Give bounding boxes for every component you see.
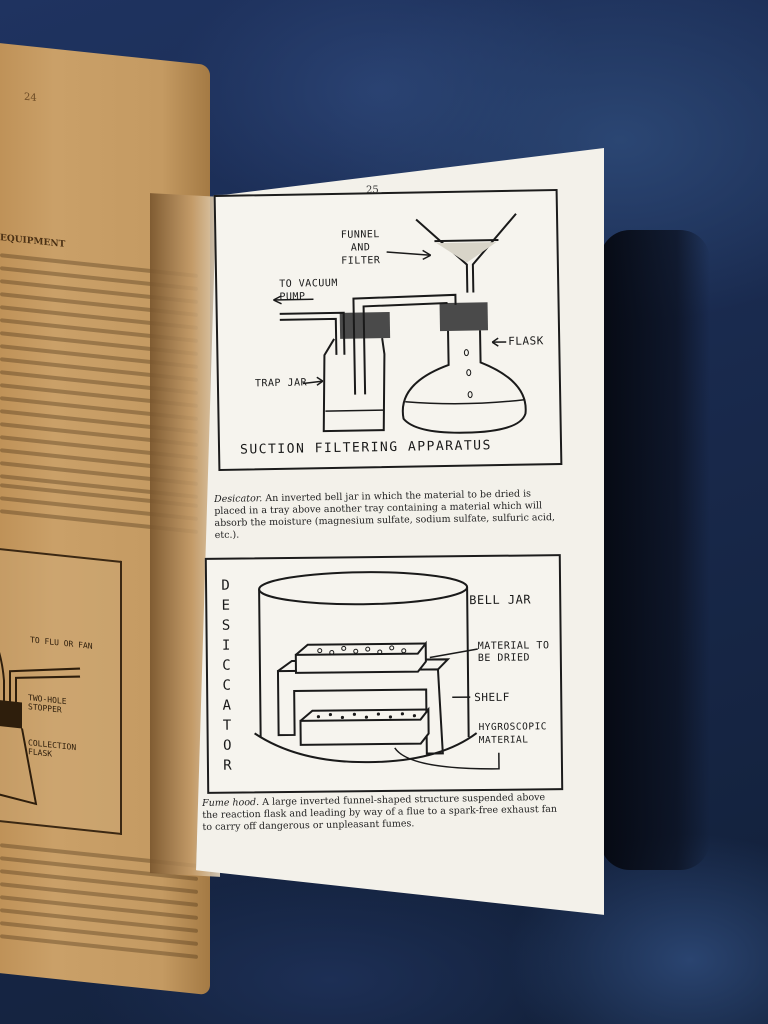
fabric-shadow xyxy=(600,230,710,870)
desiccator-figure: DESICCATOR xyxy=(204,554,564,794)
desicator-caption: Desicator. An inverted bell jar in which… xyxy=(214,488,561,542)
label-flask: FLASK xyxy=(508,334,544,348)
left-page: 24 EQUIPMENT TO FLU OR FAN TWO-HOLE STOP… xyxy=(0,40,210,996)
label-bell-jar: BELL JAR xyxy=(469,592,532,608)
fume-hood-caption: Fume hood. A large inverted funnel-shape… xyxy=(202,792,563,834)
left-page-heading: EQUIPMENT xyxy=(0,233,66,251)
label-material-to-be-dried: MATERIAL TO BE DRIED xyxy=(477,640,550,665)
label-hygroscopic-material: HYGROSCOPIC MATERIAL xyxy=(478,721,548,747)
label-to-vacuum-pump: TO VACUUM PUMP xyxy=(279,277,338,303)
label-funnel-and-filter: FUNNEL AND FILTER xyxy=(340,229,381,267)
right-page-number: 25 xyxy=(366,185,379,196)
suction-filtering-figure: FUNNEL AND FILTER TO VACUUM PUMP FLASK T… xyxy=(213,189,563,471)
desicator-text: An inverted bell jar in which the materi… xyxy=(214,488,556,541)
desiccator-drawing xyxy=(254,571,500,770)
fume-hood-term: Fume hood. xyxy=(202,797,260,809)
label-trap-jar: TRAP JAR xyxy=(254,377,308,390)
label-shelf: SHELF xyxy=(474,690,510,705)
suction-apparatus-drawing xyxy=(273,213,527,434)
right-page-content: 25 xyxy=(196,148,604,918)
left-figure-drawing xyxy=(0,606,81,806)
left-page-number: 24 xyxy=(24,91,37,105)
desicator-term: Desicator. xyxy=(214,493,263,505)
left-figure: TO FLU OR FAN TWO-HOLE STOPPER COLLECTIO… xyxy=(0,545,122,835)
